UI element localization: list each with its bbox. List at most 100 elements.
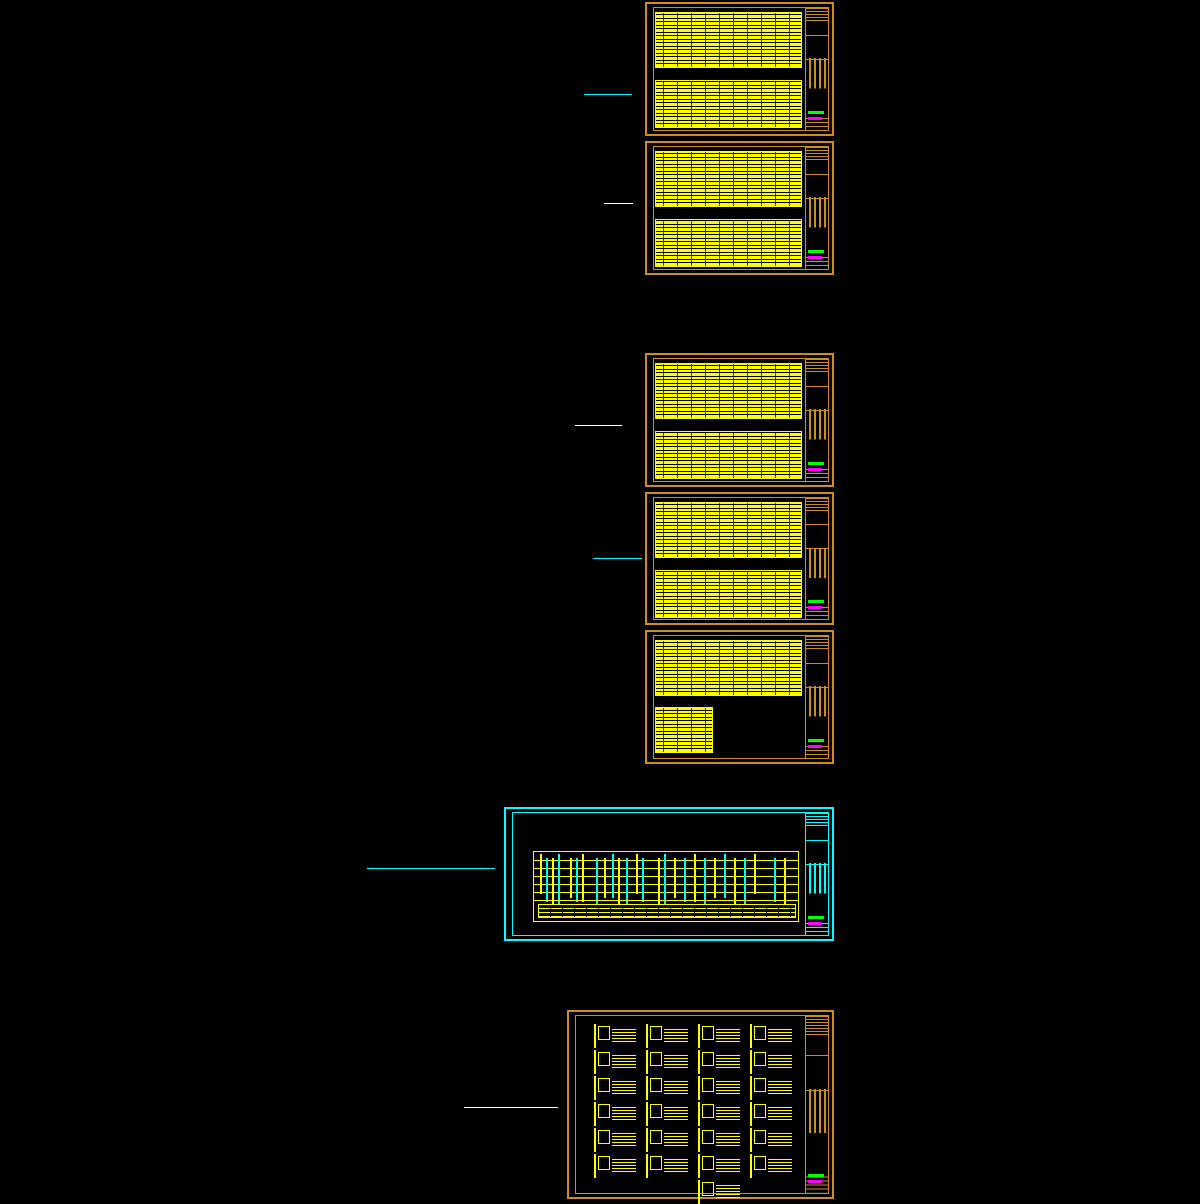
drawing-border xyxy=(653,7,829,131)
distribution-panel xyxy=(698,1180,740,1204)
distribution-panel xyxy=(646,1102,688,1126)
distribution-panel xyxy=(698,1076,740,1100)
title-block-green-mark xyxy=(808,111,824,114)
distribution-panel xyxy=(646,1128,688,1152)
riser-line xyxy=(612,854,614,898)
riser-line xyxy=(642,858,644,902)
sheet-4-frame[interactable] xyxy=(645,492,834,625)
title-block xyxy=(805,813,828,935)
title-block xyxy=(805,147,828,269)
distribution-panel xyxy=(646,1076,688,1100)
distribution-panel xyxy=(750,1076,792,1100)
title-block-magenta-mark xyxy=(808,922,822,925)
title-block xyxy=(805,636,828,758)
schedule-table xyxy=(655,707,713,753)
riser-grid-line xyxy=(534,860,798,861)
title-block-magenta-mark xyxy=(808,117,822,120)
riser-line xyxy=(558,854,560,906)
title-block-magenta-mark xyxy=(808,468,822,471)
distribution-panel xyxy=(698,1050,740,1074)
schedule-table xyxy=(655,502,802,558)
schedule-table xyxy=(655,363,802,419)
riser-line xyxy=(582,854,584,902)
title-block-magenta-mark xyxy=(808,256,822,259)
distribution-panel xyxy=(750,1154,792,1178)
title-block-green-mark xyxy=(808,462,824,465)
distribution-panel xyxy=(594,1024,636,1048)
riser-line xyxy=(618,858,620,906)
drawing-border xyxy=(653,497,829,620)
riser-line xyxy=(540,854,542,894)
leader-line xyxy=(604,203,633,204)
drawing-border xyxy=(575,1015,829,1204)
riser-line xyxy=(596,858,598,910)
riser-grid-line xyxy=(534,892,798,893)
sheet-5-frame[interactable] xyxy=(645,630,834,764)
riser-line xyxy=(626,858,628,910)
riser-line xyxy=(570,858,572,898)
sheet-1-frame[interactable] xyxy=(645,2,834,136)
title-block-green-mark xyxy=(808,600,824,603)
riser-line xyxy=(636,854,638,894)
title-block-green-mark xyxy=(808,1174,824,1177)
leader-line xyxy=(584,94,632,95)
riser-grid-line xyxy=(534,876,798,877)
distribution-panel xyxy=(750,1024,792,1048)
schedule-table xyxy=(655,151,802,207)
riser-line xyxy=(754,854,756,894)
title-block-revision-table xyxy=(806,147,828,162)
title-block xyxy=(805,359,828,481)
riser-line xyxy=(704,858,706,910)
leader-line xyxy=(593,558,642,559)
title-block-revision-table xyxy=(806,636,828,651)
leader-line xyxy=(464,1107,558,1108)
riser-line xyxy=(546,858,548,902)
riser-grid-line xyxy=(534,884,798,885)
title-block-green-mark xyxy=(808,739,824,742)
title-block xyxy=(805,8,828,130)
title-block-revision-table xyxy=(806,813,828,828)
sheet-2-frame[interactable] xyxy=(645,141,834,275)
riser-grid-line xyxy=(534,868,798,869)
riser-line xyxy=(576,858,578,902)
leader-line xyxy=(575,425,622,426)
title-block-magenta-mark xyxy=(808,745,822,748)
riser-line xyxy=(552,858,554,906)
drawing-border xyxy=(653,358,829,482)
riser-line xyxy=(744,858,746,910)
title-block-revision-table xyxy=(806,1016,828,1038)
title-block-revision-table xyxy=(806,8,828,23)
riser-line xyxy=(658,858,660,906)
distribution-panel xyxy=(594,1128,636,1152)
drawing-border xyxy=(512,812,829,936)
distribution-panel xyxy=(698,1128,740,1152)
distribution-panel xyxy=(698,1102,740,1126)
schedule-table xyxy=(655,80,802,128)
riser-line xyxy=(684,858,686,902)
schedule-table xyxy=(655,431,802,479)
title-block-green-mark xyxy=(808,916,824,919)
title-block-magenta-mark xyxy=(808,1180,822,1183)
sheet-7-frame[interactable] xyxy=(567,1010,834,1204)
sheet-6-frame[interactable] xyxy=(504,807,834,941)
distribution-panel xyxy=(594,1154,636,1178)
distribution-panel xyxy=(750,1102,792,1126)
riser-line xyxy=(674,858,676,898)
drawing-border xyxy=(653,146,829,270)
schedule-table xyxy=(655,640,802,696)
riser-line xyxy=(664,854,666,906)
distribution-panel xyxy=(750,1128,792,1152)
schedule-table xyxy=(655,12,802,68)
distribution-panel xyxy=(594,1050,636,1074)
riser-line xyxy=(694,854,696,902)
title-block xyxy=(805,1016,828,1193)
riser-line xyxy=(784,858,786,906)
schedule-table xyxy=(655,219,802,267)
riser-line xyxy=(774,858,776,902)
schedule-table xyxy=(655,570,802,618)
title-block xyxy=(805,498,828,619)
distribution-panel xyxy=(594,1102,636,1126)
title-block-revision-table xyxy=(806,498,828,513)
title-block-revision-table xyxy=(806,359,828,374)
sheet-3-frame[interactable] xyxy=(645,353,834,487)
